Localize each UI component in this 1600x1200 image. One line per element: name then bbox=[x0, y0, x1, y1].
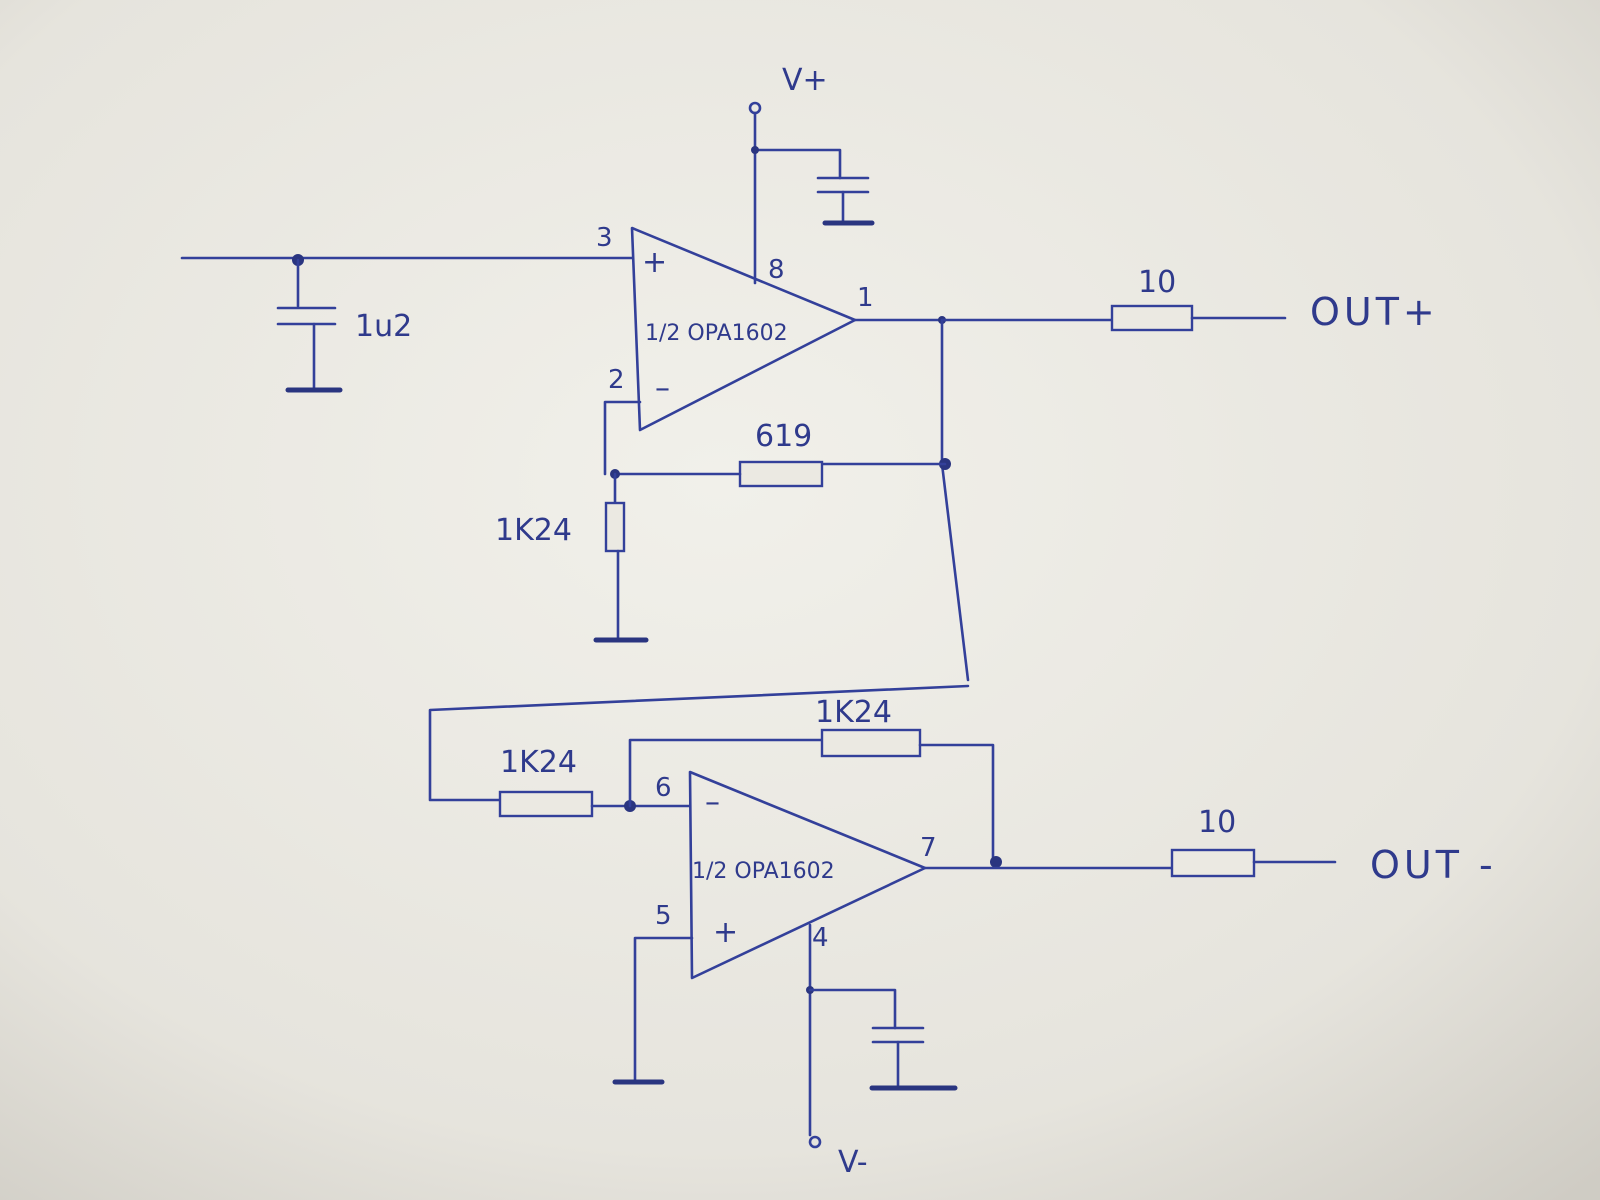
pin-1-label: 1 bbox=[857, 283, 874, 313]
out-plus-label: OUT+ bbox=[1310, 290, 1439, 334]
resistor-out-top-label: 10 bbox=[1138, 265, 1176, 300]
bottom-output-network: 10 OUT - bbox=[923, 805, 1497, 887]
resistor-feedback-1k24-label: 1K24 bbox=[815, 695, 892, 730]
cross-coupling-wire bbox=[428, 684, 970, 802]
resistor-input-1k24-label: 1K24 bbox=[500, 745, 577, 780]
opamp-top-minus-sign: – bbox=[655, 371, 670, 406]
opamp-bottom-part-label: 1/2 OPA1602 bbox=[692, 859, 835, 884]
resistor-out-top bbox=[1110, 304, 1194, 332]
input-cap-label: 1u2 bbox=[355, 309, 412, 344]
pin-7-label: 7 bbox=[920, 833, 937, 863]
bottom-feedback-network: 1K24 1K24 bbox=[498, 695, 1002, 1085]
v-plus-label: V+ bbox=[782, 63, 828, 98]
out-minus-label: OUT - bbox=[1370, 843, 1497, 887]
decoupling-cap-top bbox=[816, 176, 875, 226]
input-network: 1u2 bbox=[180, 254, 634, 393]
top-output-network: 10 OUT+ 619 1K24 bbox=[495, 265, 1439, 682]
pin-8-label: 8 bbox=[768, 255, 785, 285]
pin-2-label: 2 bbox=[608, 365, 625, 395]
opamp-bottom: – + 1/2 OPA1602 6 5 7 4 bbox=[655, 770, 937, 980]
v-minus-terminal bbox=[808, 1135, 822, 1149]
opamp-bottom-triangle bbox=[688, 770, 927, 980]
resistor-input-1k24 bbox=[498, 790, 594, 818]
resistor-out-bottom-label: 10 bbox=[1198, 805, 1236, 840]
opamp-top-part-label: 1/2 OPA1602 bbox=[645, 321, 788, 346]
pin-3-label: 3 bbox=[596, 223, 613, 253]
pin-4-label: 4 bbox=[812, 923, 829, 953]
resistor-feedback-619 bbox=[738, 460, 824, 488]
negative-supply: V- bbox=[806, 923, 958, 1180]
v-minus-label: V- bbox=[838, 1145, 868, 1180]
opamp-bottom-minus-sign: – bbox=[705, 785, 720, 820]
resistor-out-bottom bbox=[1170, 848, 1256, 878]
pin-6-label: 6 bbox=[655, 773, 672, 803]
opamp-top-plus-sign: + bbox=[642, 245, 667, 280]
pin-5-label: 5 bbox=[655, 901, 672, 931]
decoupling-cap-bottom bbox=[869, 1026, 958, 1091]
resistor-feedback-619-label: 619 bbox=[755, 419, 812, 454]
opamp-top-triangle bbox=[630, 226, 857, 432]
resistor-feedback-1k24 bbox=[820, 728, 922, 758]
opamp-top: + – 1/2 OPA1602 3 2 1 8 bbox=[596, 223, 874, 432]
resistor-ground-1k24 bbox=[604, 501, 626, 553]
opamp-bottom-plus-sign: + bbox=[713, 915, 738, 950]
resistor-ground-1k24-label: 1K24 bbox=[495, 513, 572, 548]
positive-supply: V+ bbox=[748, 63, 875, 285]
